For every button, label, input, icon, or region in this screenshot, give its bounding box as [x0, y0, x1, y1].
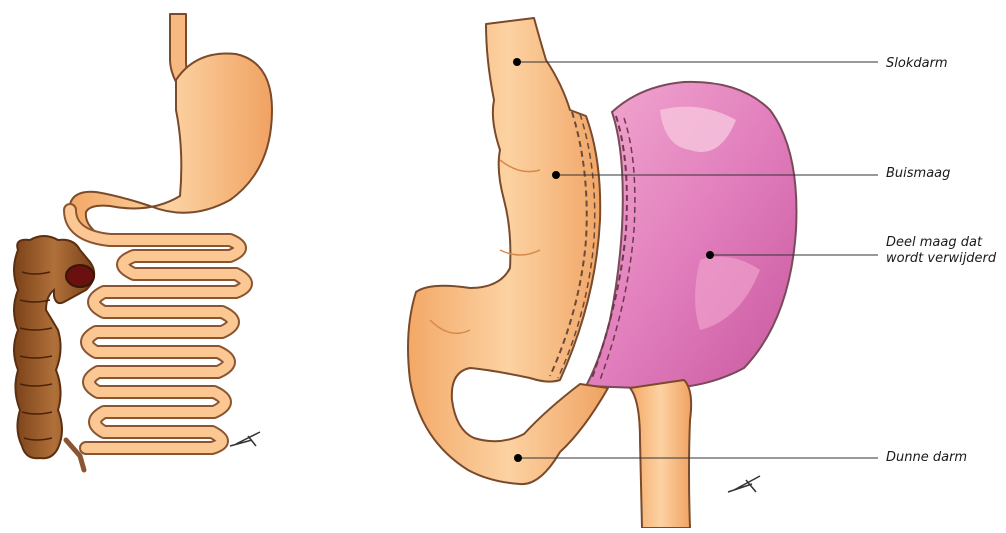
- dot-small-intestine: [514, 454, 522, 462]
- sleeve-tube-stomach: [408, 18, 608, 484]
- sleeve-lower-intestine: [630, 380, 691, 528]
- dot-tube-stomach: [552, 171, 560, 179]
- overview-stomach: [70, 54, 272, 238]
- sleeve-signature: [728, 476, 760, 492]
- label-removed-part-line1: Deel maag dat: [886, 235, 996, 251]
- overview-signature: [230, 432, 260, 446]
- label-tube-stomach: Buismaag: [886, 166, 950, 182]
- label-removed-part: Deel maag dat wordt verwijderd: [886, 235, 996, 267]
- sleeve-figure: [408, 18, 796, 528]
- label-small-intestine: Dunne darm: [886, 450, 967, 466]
- label-removed-part-line2: wordt verwijderd: [886, 251, 996, 267]
- dot-removed-part: [706, 251, 714, 259]
- overview-figure: [14, 14, 272, 470]
- label-esophagus: Slokdarm: [886, 56, 948, 72]
- dot-esophagus: [513, 58, 521, 66]
- overview-colon-opening: [66, 265, 94, 287]
